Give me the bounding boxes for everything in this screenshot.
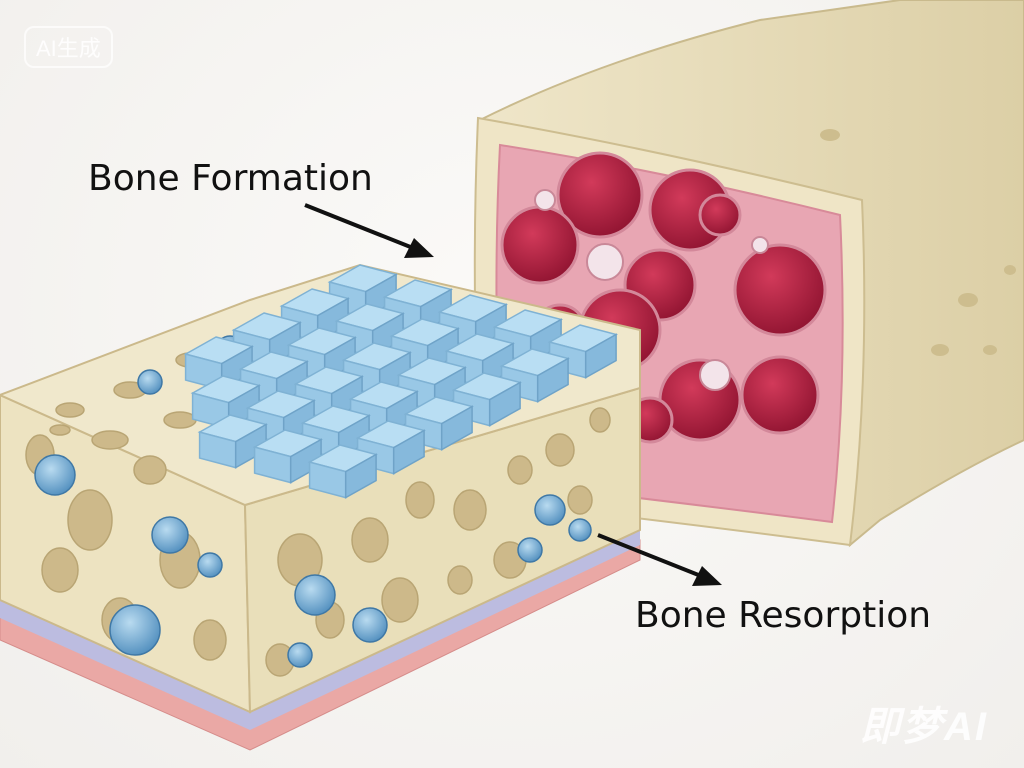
osteoclast-cell [109,604,161,656]
trabecular-pore [453,489,487,531]
osteoblast-cube [307,444,379,499]
ai-generated-badge-watermark: AI生成 [24,26,113,68]
osteoclast-cell [517,537,543,563]
trabecular-bone-block [0,263,641,751]
trabecular-pore [133,455,167,485]
trabecular-pore [589,407,611,433]
marrow-lobule [698,193,742,237]
marrow-lobule [500,205,580,285]
osteoclast-cell [151,516,189,554]
bone-resorption-arrow [597,533,722,586]
osteoblast-cube [197,414,269,469]
osteoclast-cell [568,518,592,542]
osteoclast-cell [352,607,388,643]
marrow-lobule [556,151,644,239]
trabecular-pore [447,565,473,595]
nutrient-foramen [958,293,978,307]
osteoblast-cube-layer [183,264,619,499]
osteoclast-cell [34,454,76,496]
trabecular-pore [381,577,419,623]
osteoclast-cell [534,494,566,526]
trabecular-pore [545,433,575,467]
marrow-lobule [733,243,827,337]
trabecular-pore [49,424,71,436]
bone-resorption-label: Bone Resorption [635,595,931,636]
osteoclast-cell [197,552,223,578]
trabecular-pore [67,489,113,551]
fat-cell [751,236,769,254]
bone-formation-arrow [304,203,434,258]
fat-cell [699,359,731,391]
trabecular-pore [55,402,85,418]
fat-cell [586,243,624,281]
marrow-lobule [740,355,820,435]
bone-formation-label: Bone Formation [88,158,373,199]
trabecular-pore [351,517,389,563]
trabecular-pore [567,485,593,515]
trabecular-pore [41,547,79,593]
osteoclast-cell [137,369,163,395]
trabecular-pore [163,411,197,429]
osteoblast-cube [252,429,324,484]
fat-cell [534,189,556,211]
osteoclast-group [34,335,592,668]
nutrient-foramen [820,129,840,141]
foramen-group [820,129,1016,356]
nutrient-foramen [983,345,997,355]
nutrient-foramen [931,344,949,356]
logo-watermark: 即梦AI [860,705,988,749]
osteoclast-cell [294,574,336,616]
trabecular-pore [507,455,533,485]
membrane-layer [0,528,640,730]
trabecular-pore [405,481,435,519]
osteoclast-cell [287,642,313,668]
pore-group [25,352,611,677]
trabecular-pore [193,619,227,661]
nutrient-foramen [1004,265,1016,275]
trabecular-pore [91,430,129,450]
